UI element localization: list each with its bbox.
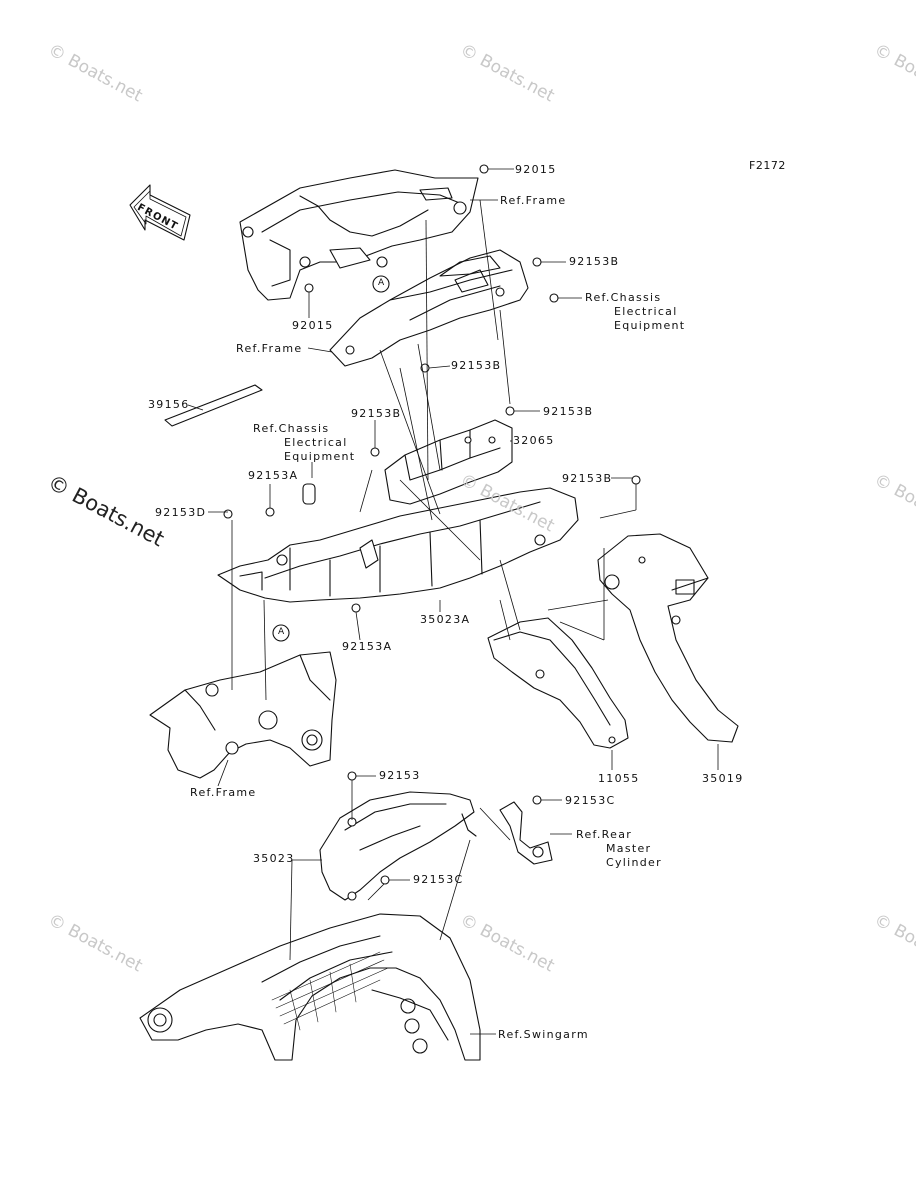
ref-label-rear-master-cylinder: Master [606, 842, 652, 855]
part-label-92153: 92153 [379, 769, 421, 782]
pad-39156-part [164, 384, 263, 427]
part-label-92153a: 92153A [342, 640, 393, 653]
part-label-32065: 32065 [513, 434, 555, 447]
ref-label-chassis-electrical: Ref.Chassis [253, 422, 330, 435]
part-label-92153b: 92153B [562, 472, 613, 485]
fender-35023a-part [217, 487, 579, 603]
part-label-92153c: 92153C [565, 794, 616, 807]
part-label-92153b: 92153B [543, 405, 594, 418]
callout-a-lower-label: A [278, 627, 285, 637]
ref-label-frame: Ref.Frame [500, 194, 567, 207]
part-label-92153b: 92153B [451, 359, 502, 372]
callout-a-upper [372, 275, 390, 293]
part-label-35023: 35023 [253, 852, 295, 865]
ref-label-rear-master-cylinder: Ref.Rear [576, 828, 633, 841]
part-label-92015: 92015 [292, 319, 334, 332]
rear-subframe-part [329, 249, 529, 367]
part-label-92153b: 92153B [351, 407, 402, 420]
upper-frame-part [239, 169, 479, 301]
front-arrow-icon [129, 184, 191, 241]
ref-label-rear-master-cylinder: Cylinder [606, 856, 662, 869]
ref-label-chassis-electrical: Equipment [284, 450, 356, 463]
bracket-11055-part [487, 617, 629, 749]
part-label-11055: 11055 [598, 772, 640, 785]
part-label-35023a: 35023A [420, 613, 471, 626]
ref-label-swingarm: Ref.Swingarm [498, 1028, 589, 1041]
ref-label-chassis-electrical: Electrical [614, 305, 678, 318]
ref-label-chassis-electrical: Electrical [284, 436, 348, 449]
ref-label-chassis-electrical: Ref.Chassis [585, 291, 662, 304]
leader-lines [187, 168, 719, 1035]
lower-frame-part [149, 651, 337, 779]
part-label-92153c: 92153C [413, 873, 464, 886]
ref-label-frame: Ref.Frame [236, 342, 303, 355]
swingarm-mesh [271, 951, 389, 1031]
diagram-code: F2172 [749, 159, 786, 172]
part-label-92015: 92015 [515, 163, 557, 176]
part-label-92153a: 92153A [248, 469, 299, 482]
callout-a-upper-label: A [378, 278, 385, 288]
part-label-92153b: 92153B [569, 255, 620, 268]
ref-label-frame: Ref.Frame [190, 786, 257, 799]
part-label-39156: 39156 [148, 398, 190, 411]
part-label-92153d: 92153D [155, 506, 207, 519]
swingarm-part [139, 913, 481, 1061]
rear-master-cylinder-part [499, 801, 553, 865]
part-label-35019: 35019 [702, 772, 744, 785]
fender-35023-part [319, 791, 477, 901]
fastener-icons [223, 164, 641, 885]
ref-label-chassis-electrical: Equipment [614, 319, 686, 332]
bracket-35019-part [597, 533, 739, 743]
callout-a-lower [272, 624, 290, 642]
